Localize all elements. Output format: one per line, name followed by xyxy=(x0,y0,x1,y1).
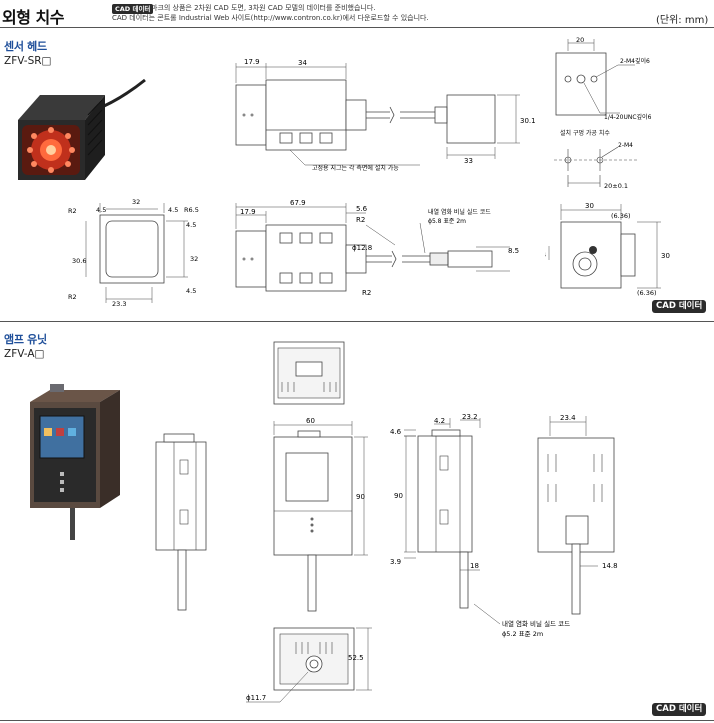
front-dim-9: 4.5 xyxy=(186,287,196,295)
amp-back-dim-2: 14.8 xyxy=(602,562,618,570)
front-dim-2: 4.5 xyxy=(96,206,106,214)
mount-dim-2: 20±0.1 xyxy=(604,182,628,190)
section-divider xyxy=(0,321,714,322)
page-title: 외형 치수 xyxy=(2,8,64,27)
mount-dim-1: 2-M4 xyxy=(618,142,633,149)
side-dim-7: 8.5 xyxy=(508,247,519,255)
front-dim-4: 4.5 xyxy=(168,206,178,214)
amp-cable-1: 내열 염화 비닐 실드 코드 xyxy=(502,619,570,628)
sensor-head-mount-holes: 설치 구멍 가공 치수 2-M4 20±0.1 xyxy=(554,129,638,190)
top-dim-3: 30.1 xyxy=(520,117,536,125)
amp-side-dim-1: 4.6 xyxy=(390,428,402,436)
front-dim-1: R2 xyxy=(68,207,77,215)
amp-unit-title: 앰프 유닛 xyxy=(4,333,47,346)
lens-dim-1: 30 xyxy=(585,202,594,210)
front-dim-7: 30.6 xyxy=(72,257,86,265)
header-note-line2: CAD 데이터는 콘트롤 Industrial Web 사이트(http://w… xyxy=(112,14,429,22)
lens-dim-4: 30 xyxy=(661,252,670,260)
amp-cable-callout: 내열 염화 비닐 실드 코드 ϕ5.2 표준 2m xyxy=(473,603,570,638)
sensor-head-back-view: 20 2-M4깊이6 1/4-20UNC깊이6 xyxy=(555,36,652,121)
amp-unit-back-view: 23.4 14.8 xyxy=(537,414,618,615)
front-dim-11: 23.3 xyxy=(112,300,126,308)
top-dim-1: 17.9 xyxy=(244,58,260,66)
lens-dim-2: (6.36) xyxy=(611,212,631,220)
amp-unit-bottom-view: 52.5 ϕ11.7 xyxy=(246,627,372,703)
amp-unit-model: ZFV-A□ xyxy=(4,348,45,360)
side-cable-2: ϕ5.8 표준 2m xyxy=(428,218,466,225)
side-dim-6: R2 xyxy=(362,289,371,297)
amp-front-dim-2: 90 xyxy=(356,493,365,501)
unit-label: (단위: mm) xyxy=(656,15,709,26)
amp-side-dim-3: 23.2 xyxy=(462,413,478,421)
header-note-line1: 마크의 상품은 2차원 CAD 도면, 3차원 CAD 모델의 데이터를 준비했… xyxy=(151,4,376,12)
top-dim-2: 34 xyxy=(298,59,307,67)
footer-divider xyxy=(0,720,714,721)
mount-title: 설치 구멍 가공 치수 xyxy=(560,129,610,137)
side-dim-4: R2 xyxy=(356,216,365,224)
front-dim-8: 32 xyxy=(190,255,198,263)
front-dim-5: R6.5 xyxy=(184,206,199,214)
sensor-head-cad-button[interactable]: CAD 데이터 xyxy=(652,300,707,313)
amp-unit-cad-button[interactable]: CAD 데이터 xyxy=(652,703,707,716)
front-dim-10: R2 xyxy=(68,293,77,301)
amp-cable-2: ϕ5.2 표준 2m xyxy=(502,630,543,638)
side-dim-3: 5.6 xyxy=(356,205,368,213)
side-dim-5: ϕ12.8 xyxy=(352,244,372,252)
side-cable-1: 내열 염화 비닐 실드 코드 xyxy=(428,208,491,216)
amp-bottom-dim-1: 52.5 xyxy=(348,654,364,662)
top-dim-4: 33 xyxy=(464,157,473,165)
amp-bottom-dim-2: ϕ11.7 xyxy=(246,694,266,702)
amp-side-dim-6: 18 xyxy=(470,562,479,570)
side-dim-2: 17.9 xyxy=(240,208,256,216)
sensor-head-side-view: 67.9 17.9 5.6 R2 ϕ12.8 R2 내열 염화 비닐 실드 코드… xyxy=(235,199,519,297)
sensor-head-lens-view: 30 (6.36) 4 30 (6.36) xyxy=(545,202,670,297)
amp-side-dim-5: 3.9 xyxy=(390,558,401,566)
amp-unit-side-view: 4.6 4.2 23.2 90 3.9 18 xyxy=(390,413,481,609)
lens-dim-3: 4 xyxy=(545,251,546,259)
sensor-head-model: ZFV-SR□ xyxy=(4,55,52,67)
back-dim-3: 1/4-20UNC깊이6 xyxy=(604,113,652,121)
sensor-head-photo xyxy=(18,78,146,180)
sensor-head-front-view: R2 4.5 32 4.5 R6.5 4.5 30.6 32 4.5 R2 23… xyxy=(68,198,199,308)
lens-dim-5: (6.36) xyxy=(637,289,657,297)
amp-back-dim-1: 23.4 xyxy=(560,414,576,422)
header-divider xyxy=(0,27,714,28)
sensor-head-top-view: 17.9 34 30.1 33 고정용 지그는 각 측면에 설치 가능 xyxy=(235,58,536,172)
amp-front-dim-1: 60 xyxy=(306,417,315,425)
front-dim-6: 4.5 xyxy=(186,221,196,229)
sensor-head-title: 센서 헤드 xyxy=(4,40,47,53)
amp-unit-photo xyxy=(30,384,120,540)
amp-side-dim-4: 90 xyxy=(394,492,403,500)
amp-unit-top-view xyxy=(273,341,345,405)
amp-side-dim-2: 4.2 xyxy=(434,417,445,425)
top-view-note: 고정용 지그는 각 측면에 설치 가능 xyxy=(312,164,399,172)
front-dim-3: 32 xyxy=(132,198,140,206)
back-dim-1: 20 xyxy=(576,36,584,44)
side-dim-1: 67.9 xyxy=(290,199,306,207)
back-dim-2: 2-M4깊이6 xyxy=(620,57,650,65)
cad-data-badge: CAD 데이터 xyxy=(112,4,154,14)
amp-unit-left-view xyxy=(155,433,207,611)
amp-unit-front-view: 60 90 xyxy=(273,417,368,612)
